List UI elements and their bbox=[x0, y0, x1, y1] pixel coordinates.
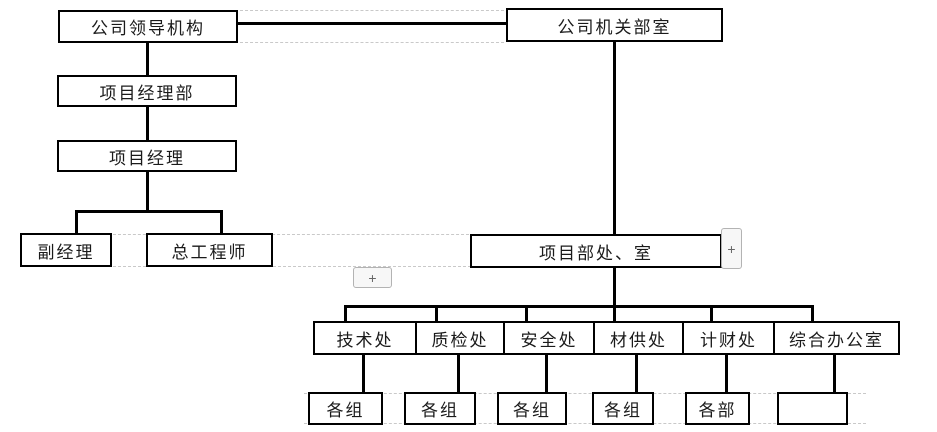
connector-line bbox=[635, 355, 638, 392]
node-tech-office[interactable]: 技术处 bbox=[313, 321, 417, 355]
connector-line bbox=[344, 305, 814, 308]
connector-line bbox=[457, 355, 460, 392]
connector-line bbox=[344, 305, 347, 321]
connector-line bbox=[146, 43, 149, 75]
connector-line bbox=[75, 210, 78, 233]
connector-line bbox=[725, 355, 728, 392]
grid-dashed-line bbox=[113, 266, 721, 267]
connector-line bbox=[613, 268, 616, 322]
grid-dashed-line bbox=[304, 393, 866, 394]
grid-dashed-line bbox=[240, 42, 504, 43]
node-material-office[interactable]: 材供处 bbox=[593, 321, 684, 355]
node-general-office[interactable]: 综合办公室 bbox=[773, 321, 900, 355]
grid-dashed-line bbox=[240, 10, 504, 11]
add-shape-right-button[interactable]: + bbox=[721, 228, 742, 269]
connector-line bbox=[833, 355, 836, 392]
connector-line bbox=[220, 210, 223, 233]
node-group-4[interactable]: 各组 bbox=[592, 392, 654, 425]
grid-dashed-line bbox=[113, 234, 469, 235]
add-shape-below-button[interactable]: + bbox=[353, 267, 392, 288]
connector-line bbox=[613, 42, 616, 234]
connector-line bbox=[75, 210, 223, 213]
node-project-dept-offices[interactable]: 项目部处、室 bbox=[470, 234, 722, 268]
connector-line bbox=[362, 355, 365, 392]
node-dept-group[interactable] bbox=[777, 392, 848, 425]
node-company-leadership[interactable]: 公司领导机构 bbox=[58, 10, 238, 43]
node-company-office-depts[interactable]: 公司机关部室 bbox=[506, 8, 723, 42]
node-group-2[interactable]: 各组 bbox=[404, 392, 476, 425]
node-project-manager-dept[interactable]: 项目经理部 bbox=[57, 75, 237, 107]
connector-line bbox=[435, 305, 438, 321]
connector-line bbox=[146, 172, 149, 213]
connector-line bbox=[146, 107, 149, 140]
node-project-manager[interactable]: 项目经理 bbox=[57, 140, 237, 172]
connector-line bbox=[545, 355, 548, 392]
node-chief-engineer[interactable]: 总工程师 bbox=[146, 233, 273, 267]
node-group-5[interactable]: 各部 bbox=[685, 392, 750, 425]
node-quality-office[interactable]: 质检处 bbox=[415, 321, 505, 355]
node-deputy-manager[interactable]: 副经理 bbox=[20, 233, 112, 267]
connector-line bbox=[236, 22, 506, 25]
connector-line bbox=[525, 305, 528, 321]
connector-line bbox=[710, 305, 713, 321]
grid-dashed-line bbox=[304, 423, 866, 424]
node-finance-office[interactable]: 计财处 bbox=[682, 321, 775, 355]
node-group-1[interactable]: 各组 bbox=[308, 392, 383, 425]
connector-line bbox=[811, 305, 814, 321]
node-group-3[interactable]: 各组 bbox=[497, 392, 567, 425]
node-safety-office[interactable]: 安全处 bbox=[503, 321, 595, 355]
